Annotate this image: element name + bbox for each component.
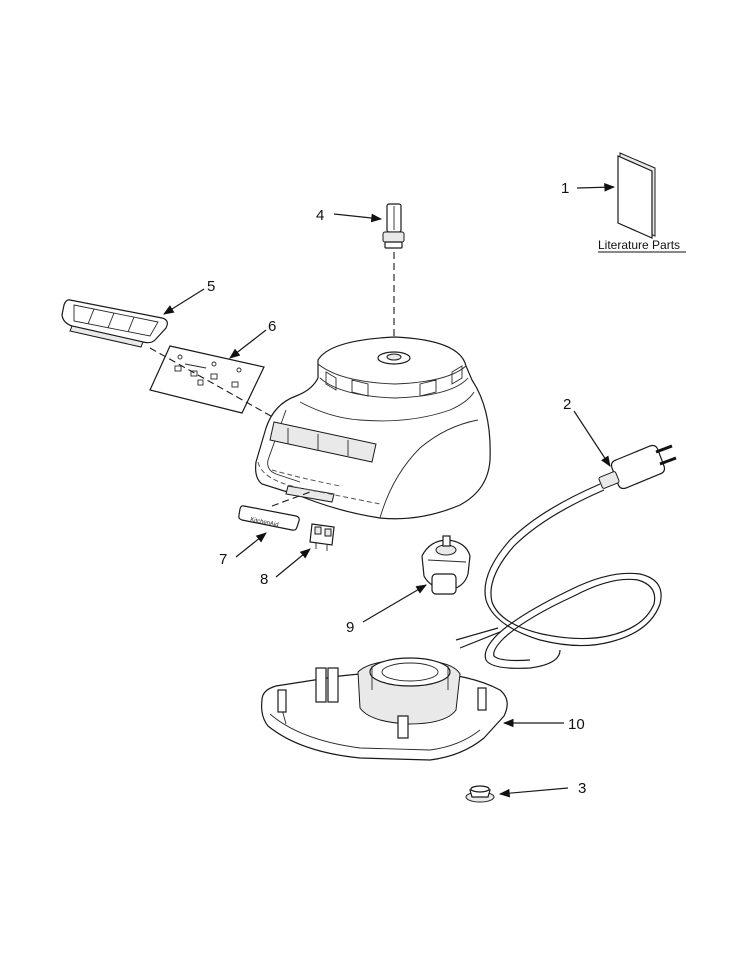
callout-10: 10 bbox=[568, 716, 585, 733]
circuit-board bbox=[149, 345, 265, 414]
leader-8 bbox=[275, 548, 311, 578]
button-panel bbox=[61, 299, 168, 348]
callout-4: 4 bbox=[316, 207, 324, 224]
leader-5 bbox=[163, 288, 205, 315]
callout-7: 7 bbox=[219, 551, 227, 568]
leader-4 bbox=[333, 213, 383, 223]
badge-nameplate: KitchenAid bbox=[238, 505, 300, 531]
assembly-line-7 bbox=[271, 491, 311, 507]
leader-2 bbox=[573, 410, 611, 467]
drive-coupler bbox=[382, 203, 405, 249]
leader-6 bbox=[229, 329, 267, 359]
literature-parts-label: Literature Parts bbox=[598, 238, 686, 253]
leader-1 bbox=[576, 182, 616, 192]
leader-3 bbox=[498, 787, 569, 798]
base-plate bbox=[261, 657, 508, 761]
svg-text:Literature Parts: Literature Parts bbox=[598, 238, 680, 252]
assembly-line-5-6 bbox=[149, 347, 311, 439]
power-cord bbox=[455, 444, 677, 669]
callout-9: 9 bbox=[346, 619, 354, 636]
callout-2: 2 bbox=[563, 396, 571, 413]
motor-housing bbox=[255, 336, 491, 520]
callout-8: 8 bbox=[260, 571, 268, 588]
callout-3: 3 bbox=[578, 780, 586, 797]
callout-6: 6 bbox=[268, 318, 276, 335]
rubber-foot bbox=[465, 785, 495, 803]
motor-assembly bbox=[421, 535, 471, 595]
switch-component bbox=[309, 523, 335, 551]
callout-1: 1 bbox=[561, 180, 569, 197]
literature-booklet bbox=[617, 152, 656, 239]
leader-9 bbox=[362, 584, 427, 623]
callout-5: 5 bbox=[207, 278, 215, 295]
leader-7 bbox=[235, 532, 267, 558]
housing-ghost-outline bbox=[257, 461, 381, 505]
svg-text:KitchenAid: KitchenAid bbox=[250, 517, 279, 528]
